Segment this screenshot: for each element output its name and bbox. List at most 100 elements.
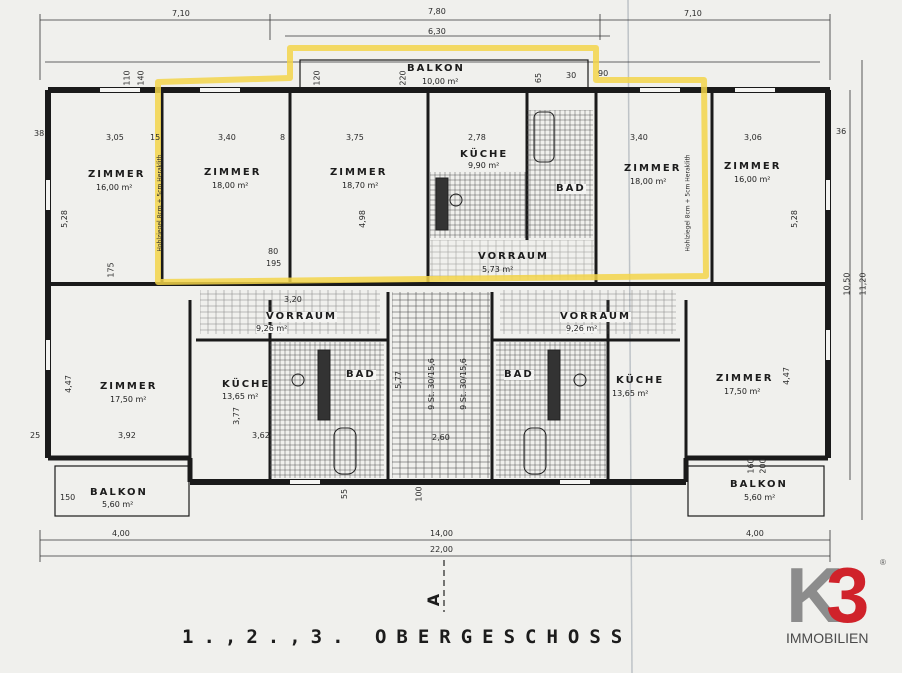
room-label-zimmer-7: ZIMMER: [716, 373, 774, 384]
room-label-balkon-left: BALKON: [90, 487, 148, 498]
dim-small-175: 175: [106, 262, 116, 278]
room-label-vorraum-top: VORRAUM: [478, 251, 549, 262]
dim-small-25: 25: [30, 431, 41, 440]
top-dimension-lines: [39, 14, 831, 80]
dim-right-1: 10,50: [842, 272, 852, 296]
tiled-areas: [200, 110, 676, 478]
room-label-kueche-top: KÜCHE: [460, 149, 509, 160]
dim-small-2-60: 2,60: [432, 433, 450, 442]
room-label-zimmer-2: ZIMMER: [204, 167, 262, 178]
dim-bottom-3: 22,00: [430, 545, 453, 554]
dim-top-2: 7,80: [428, 7, 446, 16]
dim-small-150: 150: [60, 493, 76, 502]
dim-small-140: 140: [136, 70, 146, 86]
room-label-bad-right: BAD: [504, 369, 534, 380]
room-area-zimmer-7: 17,50 m²: [724, 387, 761, 396]
dim-height-2: 4,98: [357, 210, 367, 228]
dim-small-120: 120: [312, 70, 322, 86]
dim-small-55: 55: [340, 488, 350, 500]
dim-small-100: 100: [414, 486, 424, 502]
dim-small-5-77: 5,77: [393, 371, 403, 389]
dim-small-15: 15: [150, 133, 161, 142]
dim-width-6: 3,06: [744, 133, 762, 142]
room-label-bad-left: BAD: [346, 369, 376, 380]
room-area-zimmer-5: 16,00 m²: [734, 175, 771, 184]
section-marker: A: [424, 593, 444, 607]
fixtures: [291, 111, 587, 475]
room-area-kueche-left: 13,65 m²: [222, 392, 259, 401]
room-area-kueche-right: 13,65 m²: [612, 389, 649, 398]
bottom-dimension-lines: [39, 60, 863, 562]
dim-small-80: 80: [268, 247, 279, 256]
room-label-vorraum-left: VORRAUM: [266, 311, 337, 322]
dim-height-4: 4,47: [63, 375, 73, 393]
room-area-zimmer-6: 17,50 m²: [110, 395, 147, 404]
dim-bottom-2: 14,00: [430, 529, 453, 538]
wall-note-left: Hohlziegel 8cm + 5cm Heraklith: [156, 154, 164, 252]
room-area-kueche-top: 9,90 m²: [468, 161, 500, 170]
k3-logo: K 3 ® IMMOBILIEN: [786, 556, 890, 646]
dim-small-36: 36: [836, 127, 847, 136]
dim-small-200: 200: [758, 458, 768, 474]
dim-height-1: 5,28: [59, 210, 69, 228]
dim-small-38: 38: [34, 129, 45, 138]
dim-small-160: 160: [746, 458, 756, 474]
dim-small-220: 220: [398, 70, 408, 86]
wall-note-right: Hohlziegel 8cm + 5cm Heraklith: [684, 154, 692, 252]
plan-title: 1.,2.,3. OBERGESCHOSS: [182, 626, 633, 648]
bottom-balconies: [54, 465, 825, 517]
room-label-kueche-left: KÜCHE: [222, 379, 271, 390]
room-label-bad-top: BAD: [556, 183, 586, 194]
room-area-zimmer-2: 18,00 m²: [212, 181, 249, 190]
logo-mark-3: 3: [826, 551, 869, 639]
dim-width-2: 3,40: [218, 133, 236, 142]
dim-height-6: 3,62: [252, 431, 270, 440]
room-label-balkon-right: BALKON: [730, 479, 788, 490]
dim-small-90: 90: [598, 69, 609, 78]
top-balcony: [299, 59, 589, 91]
stairs-label-2: 9 St. 30/15,6: [458, 358, 468, 410]
logo-text: IMMOBILIEN: [786, 630, 869, 646]
window-openings: [46, 88, 830, 484]
dim-small-30: 30: [566, 71, 577, 80]
logo-registered: ®: [880, 558, 886, 567]
room-area-balkon-top: 10,00 m²: [422, 77, 459, 86]
dim-top-1: 7,10: [172, 9, 190, 18]
room-label-balkon-top: BALKON: [407, 63, 465, 74]
dim-small-65: 65: [534, 72, 544, 84]
paper-fold: [627, 0, 633, 673]
room-label-zimmer-3: ZIMMER: [330, 167, 388, 178]
room-area-balkon-right: 5,60 m²: [744, 493, 776, 502]
dim-width-1: 3,05: [106, 133, 124, 142]
room-area-zimmer-4: 18,00 m²: [630, 177, 667, 186]
room-area-vorraum-right: 9,26 m²: [566, 324, 598, 333]
room-area-vorraum-left: 9,26 m²: [256, 324, 288, 333]
dim-width-3: 3,75: [346, 133, 364, 142]
room-label-zimmer-4: ZIMMER: [624, 163, 682, 174]
room-area-vorraum-top: 5,73 m²: [482, 265, 514, 274]
room-label-zimmer-5: ZIMMER: [724, 161, 782, 172]
stairs-label-1: 9 St. 30/15,6: [426, 358, 436, 410]
dim-top-3: 6,30: [428, 27, 446, 36]
room-area-zimmer-3: 18,70 m²: [342, 181, 379, 190]
room-label-zimmer-6: ZIMMER: [100, 381, 158, 392]
apartment-highlight: [155, 45, 709, 285]
dim-height-7: 4,47: [781, 367, 791, 385]
dim-width-5: 3,40: [630, 133, 648, 142]
logo-mark-k: K: [786, 551, 842, 639]
dim-width-4: 2,78: [468, 133, 486, 142]
room-area-zimmer-1: 16,00 m²: [96, 183, 133, 192]
dim-small-3-20: 3,20: [284, 295, 302, 304]
room-label-zimmer-1: ZIMMER: [88, 169, 146, 180]
dim-small-110: 110: [122, 70, 132, 86]
room-label-kueche-right: KÜCHE: [616, 375, 665, 386]
dim-height-3: 5,28: [789, 210, 799, 228]
dim-small-3-92: 3,92: [118, 431, 136, 440]
dim-bottom-1: 4,00: [112, 529, 130, 538]
dim-top-4: 7,10: [684, 9, 702, 18]
dim-bottom-4: 4,00: [746, 529, 764, 538]
dim-small-8: 8: [280, 133, 286, 142]
room-label-vorraum-right: VORRAUM: [560, 311, 631, 322]
dim-right-2: 11,20: [858, 272, 868, 296]
